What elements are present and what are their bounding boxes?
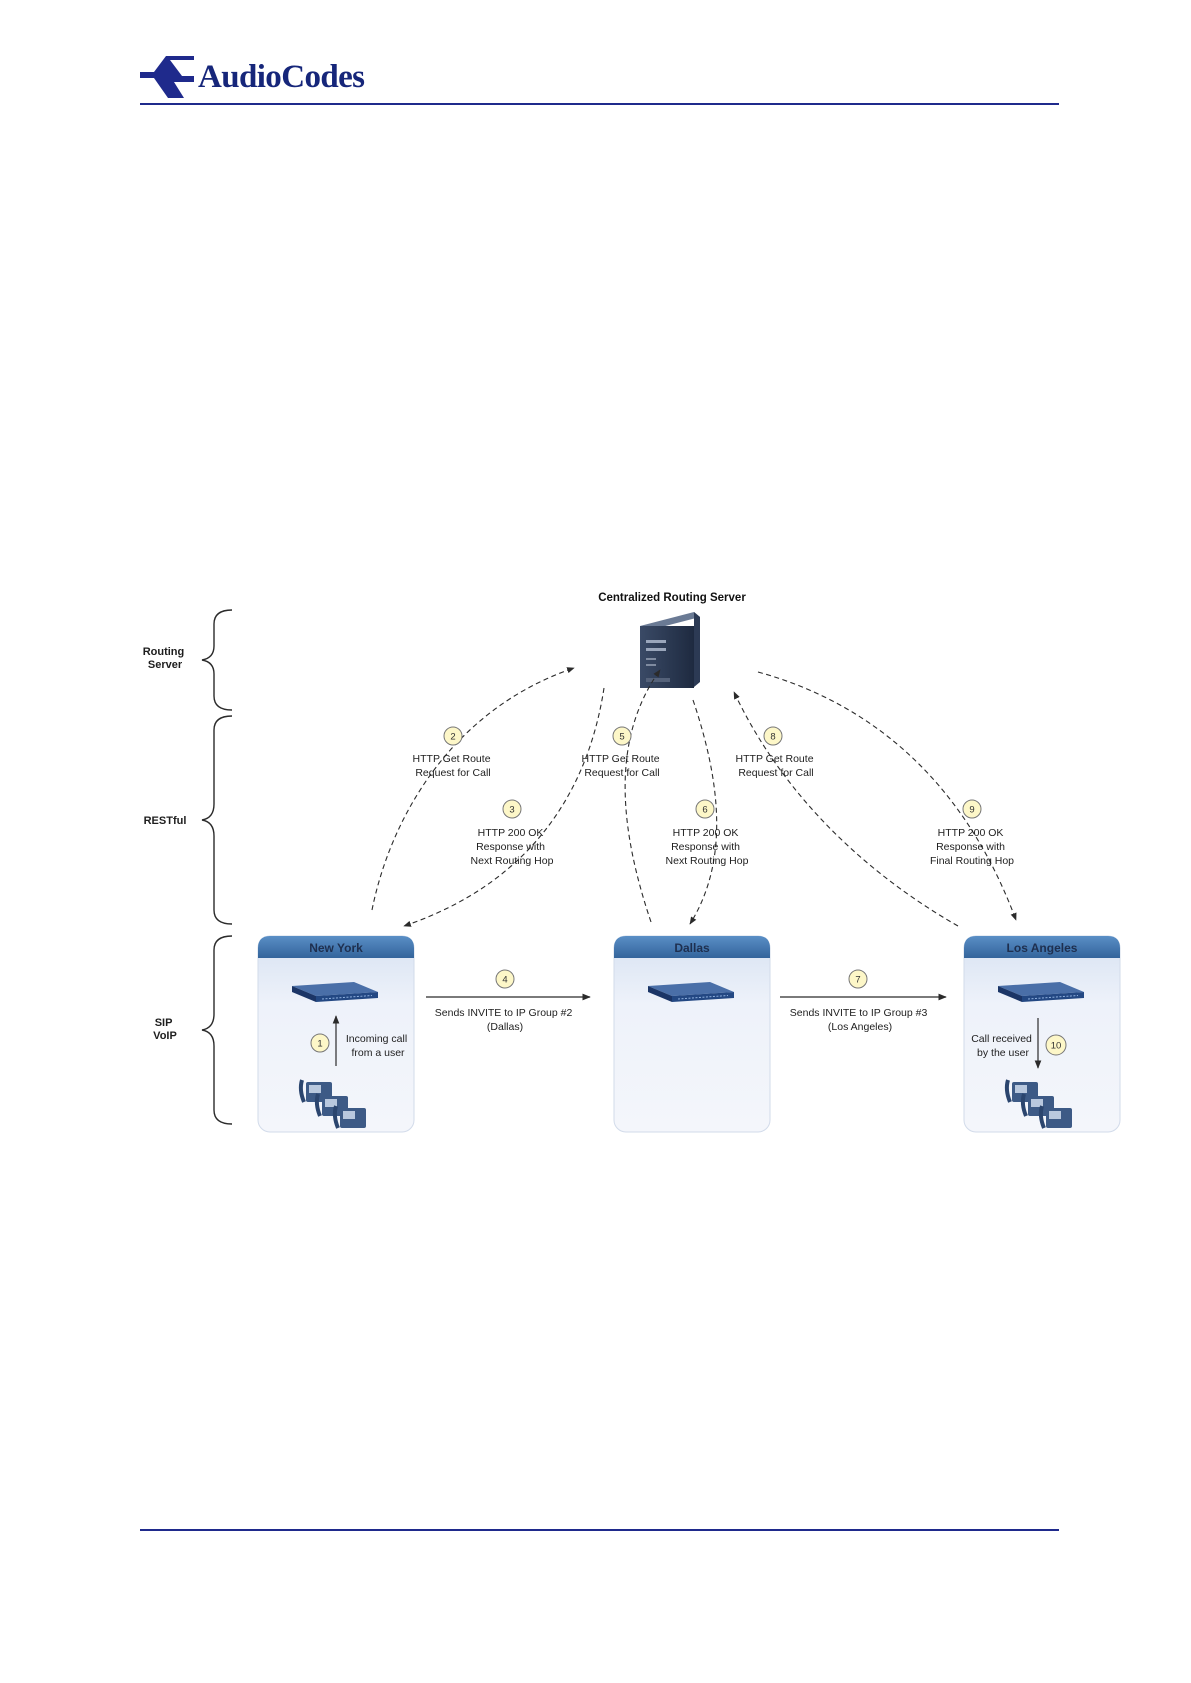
svg-text:4: 4 (502, 975, 507, 986)
brace-sip-voip (201, 935, 233, 1125)
arrow-step-5 (624, 669, 661, 923)
svg-text:7: 7 (855, 975, 860, 986)
site-los-angeles: Los Angeles (963, 935, 1121, 1133)
gateway-device-icon (998, 982, 1084, 1002)
arrow-step-2 (371, 667, 575, 911)
arrow-step-8 (733, 691, 959, 927)
logo-text: AudioCodes (198, 58, 365, 95)
svg-text:10: 10 (1051, 1041, 1062, 1052)
step-badge-3: 3 (502, 799, 522, 819)
ip-phones-icon (1004, 1079, 1072, 1129)
step-label-1: Incoming call from a user (346, 1033, 410, 1059)
site-title-los-angeles: Los Angeles (1007, 941, 1078, 955)
server-icon (640, 612, 700, 688)
step-badge-1: 1 (310, 1033, 330, 1053)
svg-text:1: 1 (317, 1039, 322, 1050)
gateway-device-icon (648, 982, 734, 1002)
step-badge-10: 10 (1045, 1034, 1067, 1056)
layer-label-routing-server: Routing Server (143, 646, 188, 671)
step-label-9: HTTP 200 OK Response with Final Routing … (930, 827, 1014, 867)
step-label-5: HTTP Get Route Request for Call (582, 753, 663, 779)
step-label-4: Sends INVITE to IP Group #2 (Dallas) (435, 1007, 575, 1033)
brace-restful (201, 715, 233, 925)
step-badge-6: 6 (695, 799, 715, 819)
footer-rule (140, 1529, 1059, 1531)
step-label-7: Sends INVITE to IP Group #3 (Los Angeles… (790, 1007, 930, 1033)
gateway-device-icon (292, 982, 378, 1002)
step-badge-8: 8 (763, 726, 783, 746)
step-badge-2: 2 (443, 726, 463, 746)
server-title: Centralized Routing Server (598, 592, 746, 604)
svg-text:6: 6 (702, 805, 707, 816)
svg-text:9: 9 (969, 805, 974, 816)
step-badge-9: 9 (962, 799, 982, 819)
audiocodes-logo-icon (140, 56, 194, 98)
step-label-2: HTTP Get Route Request for Call (413, 753, 494, 779)
ip-phones-icon (298, 1079, 366, 1129)
layer-label-restful: RESTful (144, 815, 187, 827)
site-dallas: Dallas (613, 935, 771, 1133)
step-label-10: Call received by the user (971, 1033, 1035, 1059)
svg-text:3: 3 (509, 805, 514, 816)
header-rule (140, 103, 1059, 105)
arrow-step-3 (403, 687, 605, 927)
audiocodes-logo: AudioCodes (140, 56, 365, 98)
site-title-new-york: New York (309, 941, 363, 955)
step-label-8: HTTP Get Route Request for Call (736, 753, 817, 779)
site-title-dallas: Dallas (674, 941, 710, 955)
svg-text:8: 8 (770, 732, 775, 743)
arrow-step-9 (757, 671, 1017, 921)
step-badge-4: 4 (495, 969, 515, 989)
svg-text:2: 2 (450, 732, 455, 743)
brace-routing-server (201, 609, 233, 711)
layer-label-sip-voip: SIP VoIP (153, 1017, 177, 1042)
step-badge-5: 5 (612, 726, 632, 746)
step-label-3: HTTP 200 OK Response with Next Routing H… (471, 827, 554, 867)
arrow-step-6 (689, 699, 718, 925)
step-badge-7: 7 (848, 969, 868, 989)
svg-text:5: 5 (619, 732, 624, 743)
step-label-6: HTTP 200 OK Response with Next Routing H… (666, 827, 749, 867)
